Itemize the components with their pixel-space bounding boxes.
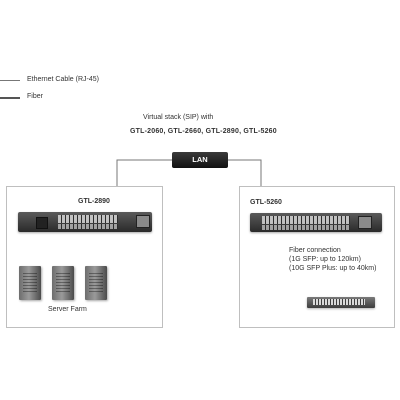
fiber-connection-1g: (1G SFP: up to 120km) — [289, 256, 361, 263]
legend-ethernet-label: Ethernet Cable (RJ-45) — [27, 76, 99, 83]
switch-ports — [58, 215, 118, 223]
server-farm-label: Server Farm — [48, 306, 87, 313]
legend-fiber-label: Fiber — [27, 93, 43, 100]
switch-ports-lower — [58, 224, 118, 229]
switch-module-icon — [36, 217, 48, 229]
sfp-slot — [358, 216, 372, 229]
switch-ports — [262, 216, 350, 224]
lan-node: LAN — [172, 152, 228, 168]
fiber-switch — [307, 297, 375, 308]
virtual-stack-models: GTL-2060, GTL-2660, GTL-2890, GTL-5260 — [130, 128, 277, 135]
virtual-stack-title: Virtual stack (SIP) with — [143, 114, 214, 121]
server-2-icon — [52, 266, 74, 300]
right-switch-label: GTL-5260 — [250, 199, 282, 206]
gtl-2890-switch — [18, 212, 152, 232]
sfp-slot — [136, 215, 150, 228]
legend-ethernet-swatch — [0, 80, 20, 81]
fiber-connection-title: Fiber connection — [289, 247, 341, 254]
switch-ports-lower — [262, 225, 350, 230]
switch-ports — [313, 299, 365, 305]
fiber-connection-10g: (10G SFP Plus: up to 40km) — [289, 265, 377, 272]
legend-fiber-swatch — [0, 97, 20, 99]
server-3-icon — [85, 266, 107, 300]
gtl-5260-switch — [250, 213, 382, 232]
left-group-box — [6, 186, 163, 328]
left-switch-label: GTL-2890 — [78, 198, 110, 205]
server-1-icon — [19, 266, 41, 300]
